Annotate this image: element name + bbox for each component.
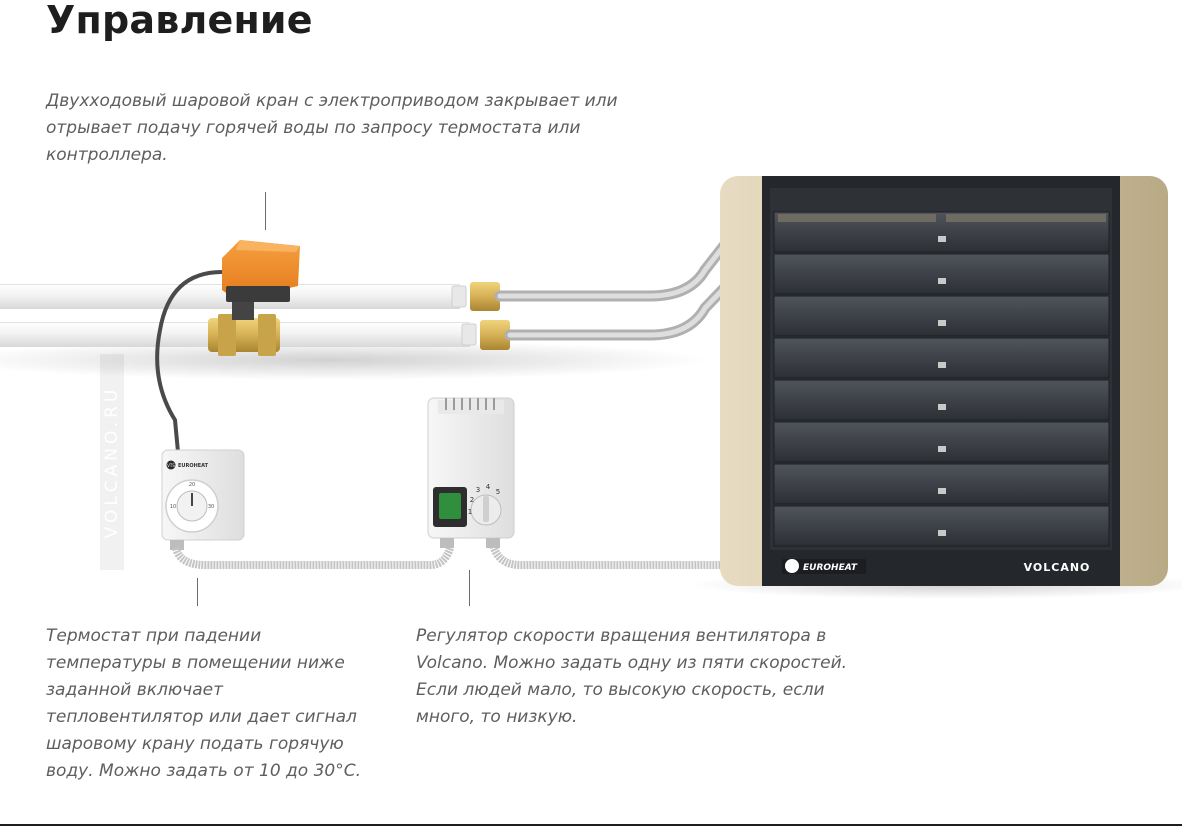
supply-pipe-adapter [451, 285, 467, 308]
heater-logo-mark [785, 559, 799, 573]
thermostat-brand-mark: VTS [167, 463, 175, 468]
regulator-speed-1: 1 [468, 508, 472, 516]
regulator-caption: Регулятор скорости вращения вентилятора … [416, 626, 848, 727]
return-pipe-adapter [461, 323, 477, 346]
ball-valve [208, 300, 280, 356]
page-title: Управление [46, 0, 313, 42]
thermostat-regulator-conduit [172, 546, 454, 569]
watermark: VOLCANO.RU [100, 354, 124, 570]
heater-brand-left: EUROHEAT [803, 563, 858, 573]
regulator-speed-5: 5 [496, 488, 500, 496]
thermostat-logo-mark [166, 460, 176, 470]
supply-flex-hose [494, 232, 736, 302]
thermostat-dial-top-label: 20 [189, 482, 195, 488]
valve-leader-line [265, 192, 266, 230]
return-brass-coupling [480, 320, 510, 350]
heater-brand-right: VOLCANO [1024, 561, 1091, 574]
valve-actuator [222, 240, 300, 302]
supply-brass-coupling [470, 282, 500, 311]
bottom-divider [0, 824, 1182, 826]
thermostat-dial-left-label: 10 [170, 504, 176, 510]
regulator-vent [445, 398, 495, 410]
thermostat-brand: EUROHEAT [178, 463, 209, 469]
volcano-heater: EUROHEAT VOLCANO [720, 176, 1168, 586]
pipe-shadow [0, 340, 710, 380]
thermostat: VTS EUROHEAT 20 30 10 [161, 449, 245, 550]
thermostat-caption: Термостат при падении температуры в поме… [46, 626, 362, 781]
regulator-speed-4: 4 [486, 483, 491, 491]
regulator-heater-conduit [488, 539, 722, 569]
thermostat-leader-line [197, 578, 198, 606]
heater-euroheat-logo: EUROHEAT [782, 559, 866, 574]
heater-louvers [773, 211, 1110, 547]
return-flex-hose [504, 276, 736, 341]
regulator-leader-line [469, 570, 470, 606]
valve-caption: Двухходовый шаровой кран с электропривод… [46, 91, 618, 165]
regulator-speed-3: 3 [476, 486, 480, 494]
thermostat-dial-right-label: 30 [208, 504, 214, 510]
actuator-cable [155, 270, 223, 453]
regulator-speed-2: 2 [470, 496, 474, 504]
speed-regulator: 1 2 3 4 5 [427, 397, 515, 548]
